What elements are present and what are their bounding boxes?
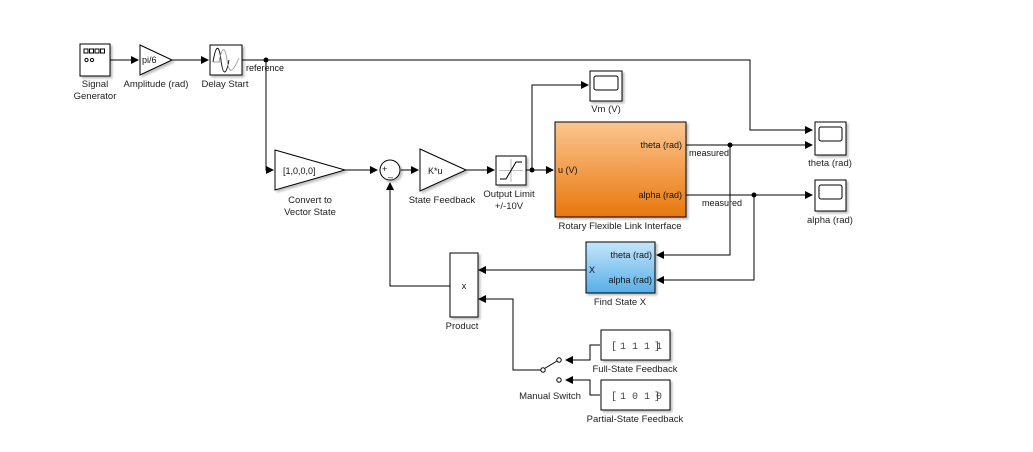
signal-label-measured-theta: measured <box>689 148 729 158</box>
sum-block[interactable]: + _ <box>379 159 401 181</box>
partial-state-bracket-open: [ <box>611 391 617 403</box>
partial-state-value: 1 0 1 0 <box>620 392 662 403</box>
switch-contact-icon <box>556 377 562 383</box>
partial-state-feedback-block[interactable]: [ 1 0 1 0 ] Partial-State Feedback <box>587 379 684 425</box>
sine-wave-icon <box>212 47 240 73</box>
convert-vector-state-block[interactable]: [1,0,0,0] Convert to Vector State <box>274 149 347 218</box>
output-limit-label: Output Limit <box>483 189 535 200</box>
manual-switch-block[interactable]: Manual Switch <box>519 357 581 402</box>
amplitude-gain-block[interactable]: pi/6 Amplitude (rad) <box>124 44 189 90</box>
full-state-label: Full-State Feedback <box>592 364 677 375</box>
sum-circle-icon <box>379 159 401 181</box>
partial-state-label: Partial-State Feedback <box>587 414 684 425</box>
partial-state-bracket-close: ] <box>654 391 660 403</box>
amplitude-label: Amplitude (rad) <box>124 79 189 90</box>
switch-pivot-icon <box>540 367 546 373</box>
product-label: Product <box>446 321 479 332</box>
full-state-feedback-block[interactable]: [ 1 1 1 1 ] Full-State Feedback <box>592 329 678 375</box>
wire-switch-product <box>478 295 541 371</box>
wires <box>110 56 813 396</box>
find-state-output-port: X <box>589 265 595 275</box>
signal-label-measured-alpha: measured <box>702 198 742 208</box>
wire-product-sum <box>386 182 450 287</box>
rflink-theta-port: theta (rad) <box>640 140 682 150</box>
gain-triangle-icon <box>274 149 347 191</box>
branch-point <box>263 57 269 63</box>
signal-generator-icon <box>83 48 105 63</box>
find-state-alpha-port: alpha (rad) <box>608 275 652 285</box>
output-limit-block[interactable]: Output Limit +/-10V <box>483 155 535 212</box>
delay-start-label: Delay Start <box>202 79 249 90</box>
delay-start-block[interactable]: Delay Start <box>202 44 249 90</box>
convert-value: [1,0,0,0] <box>283 166 316 176</box>
product-block[interactable]: x Product <box>446 252 479 332</box>
find-state-x-block[interactable]: X theta (rad) alpha (rad) Find State X <box>585 241 656 308</box>
scope-screen-icon <box>818 126 843 142</box>
wire-full-switch <box>565 344 600 364</box>
manual-switch-label: Manual Switch <box>519 391 581 402</box>
vm-scope-label: Vm (V) <box>591 104 621 115</box>
switch-lever-icon <box>544 360 558 369</box>
rflink-alpha-port: alpha (rad) <box>638 190 682 200</box>
find-state-label: Find State X <box>594 297 647 308</box>
rflink-input-port: u (V) <box>558 165 578 175</box>
rotary-flexible-link-block[interactable]: u (V) theta (rad) alpha (rad) Rotary Fle… <box>554 121 687 232</box>
state-feedback-value: K*u <box>428 166 443 176</box>
gain-triangle-icon <box>419 148 468 192</box>
find-state-theta-port: theta (rad) <box>610 250 652 260</box>
theta-scope-label: theta (rad) <box>808 158 852 169</box>
amplitude-value: pi/6 <box>142 55 157 65</box>
convert-label: Convert to <box>288 195 332 206</box>
gain-triangle-icon <box>139 44 174 76</box>
state-feedback-label: State Feedback <box>409 195 476 206</box>
wire-theta-findstate <box>656 145 731 259</box>
switch-contact-icon <box>556 357 562 363</box>
signal-generator-label: Generator <box>74 91 117 102</box>
alpha-scope-block[interactable]: alpha (rad) <box>807 179 853 226</box>
signal-generator-block[interactable]: Signal Generator <box>74 43 117 102</box>
full-state-bracket-open: [ <box>611 341 617 353</box>
theta-scope-block[interactable]: theta (rad) <box>808 121 852 169</box>
state-feedback-block[interactable]: K*u State Feedback <box>409 148 476 206</box>
product-symbol: x <box>462 281 467 291</box>
branch-point <box>529 167 535 173</box>
saturation-icon <box>499 159 523 182</box>
output-limit-label: +/-10V <box>495 201 524 212</box>
vm-scope-block[interactable]: Vm (V) <box>589 70 623 115</box>
signal-generator-label: Signal <box>82 79 108 90</box>
full-state-value: 1 1 1 1 <box>620 342 662 353</box>
full-state-bracket-close: ] <box>654 341 660 353</box>
sum-plus-sign: + <box>382 164 387 174</box>
wire-limit-vm <box>531 81 589 170</box>
wire-partial-switch <box>565 376 600 396</box>
wire-reference-theta-scope <box>242 59 813 134</box>
convert-label: Vector State <box>284 207 336 218</box>
scope-screen-icon <box>593 75 619 91</box>
signal-label-reference: reference <box>246 63 284 73</box>
sum-minus-sign: _ <box>387 168 394 178</box>
wire-reference-convert <box>265 60 274 174</box>
alpha-scope-label: alpha (rad) <box>807 215 853 226</box>
rflink-label: Rotary Flexible Link Interface <box>558 221 681 232</box>
wire-alpha-findstate <box>656 195 755 284</box>
scope-screen-icon <box>818 184 843 200</box>
